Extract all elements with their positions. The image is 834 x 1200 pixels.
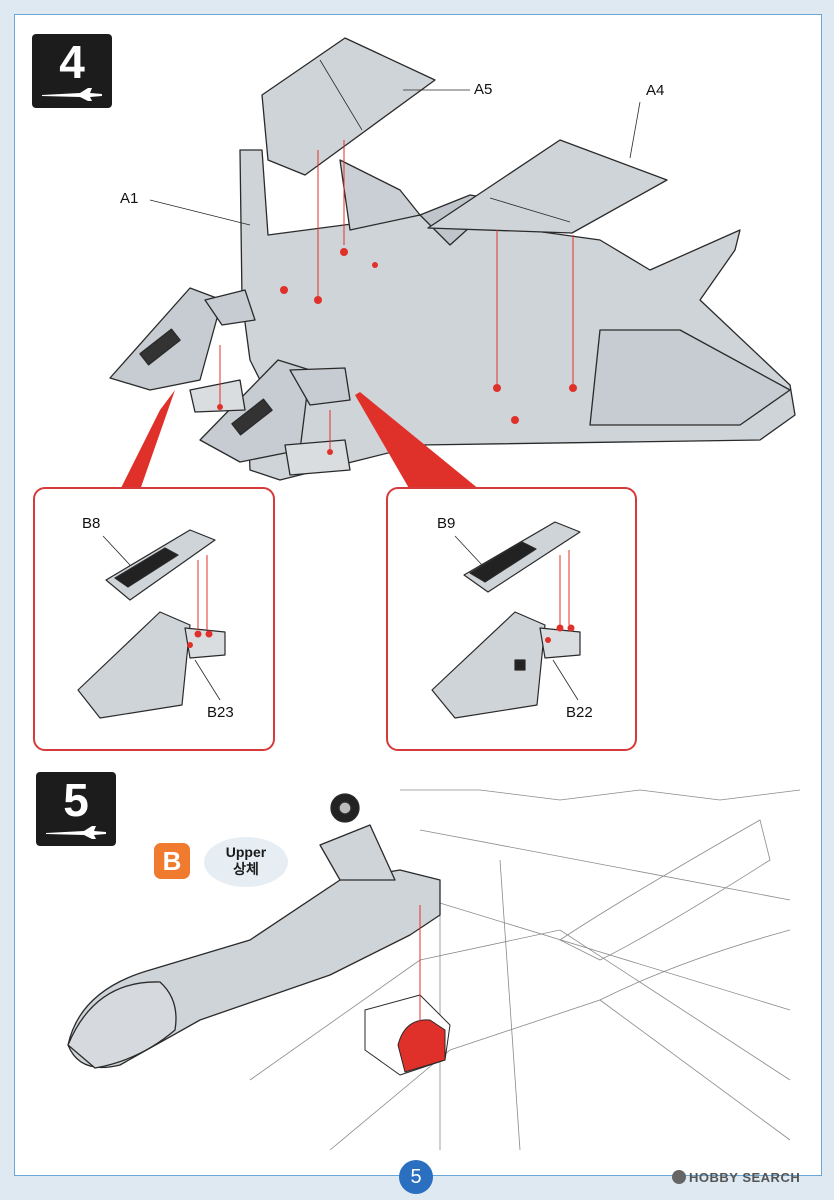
upper-label-en: Upper [225, 844, 267, 860]
callout-a4: A4 [646, 82, 665, 99]
page-number: 5 [399, 1160, 433, 1194]
step-number: 4 [59, 36, 85, 88]
callout-b22: B22 [566, 704, 593, 721]
upper-label-bubble: Upper 상체 [204, 837, 288, 887]
part-a5-shape [261, 37, 436, 176]
hobby-search-logo-icon [672, 1170, 686, 1184]
callout-a5: A5 [474, 81, 493, 98]
step-5-badge: 5 [36, 772, 116, 846]
callout-a1: A1 [120, 190, 139, 207]
watermark: HOBBY SEARCH [672, 1170, 800, 1185]
upper-label-ko: 상체 [233, 862, 259, 878]
part-a4-shape [427, 139, 668, 234]
step-number: 5 [63, 774, 89, 826]
callout-b8: B8 [82, 515, 101, 532]
callout-b9: B9 [437, 515, 456, 532]
step-4-badge: 4 [32, 34, 112, 108]
callout-b23: B23 [207, 704, 234, 721]
part-sprue-b-marker: B [154, 843, 190, 879]
watermark-text: HOBBY SEARCH [689, 1170, 801, 1185]
jet-silhouette-icon [42, 88, 102, 101]
jet-silhouette-icon [46, 826, 106, 839]
